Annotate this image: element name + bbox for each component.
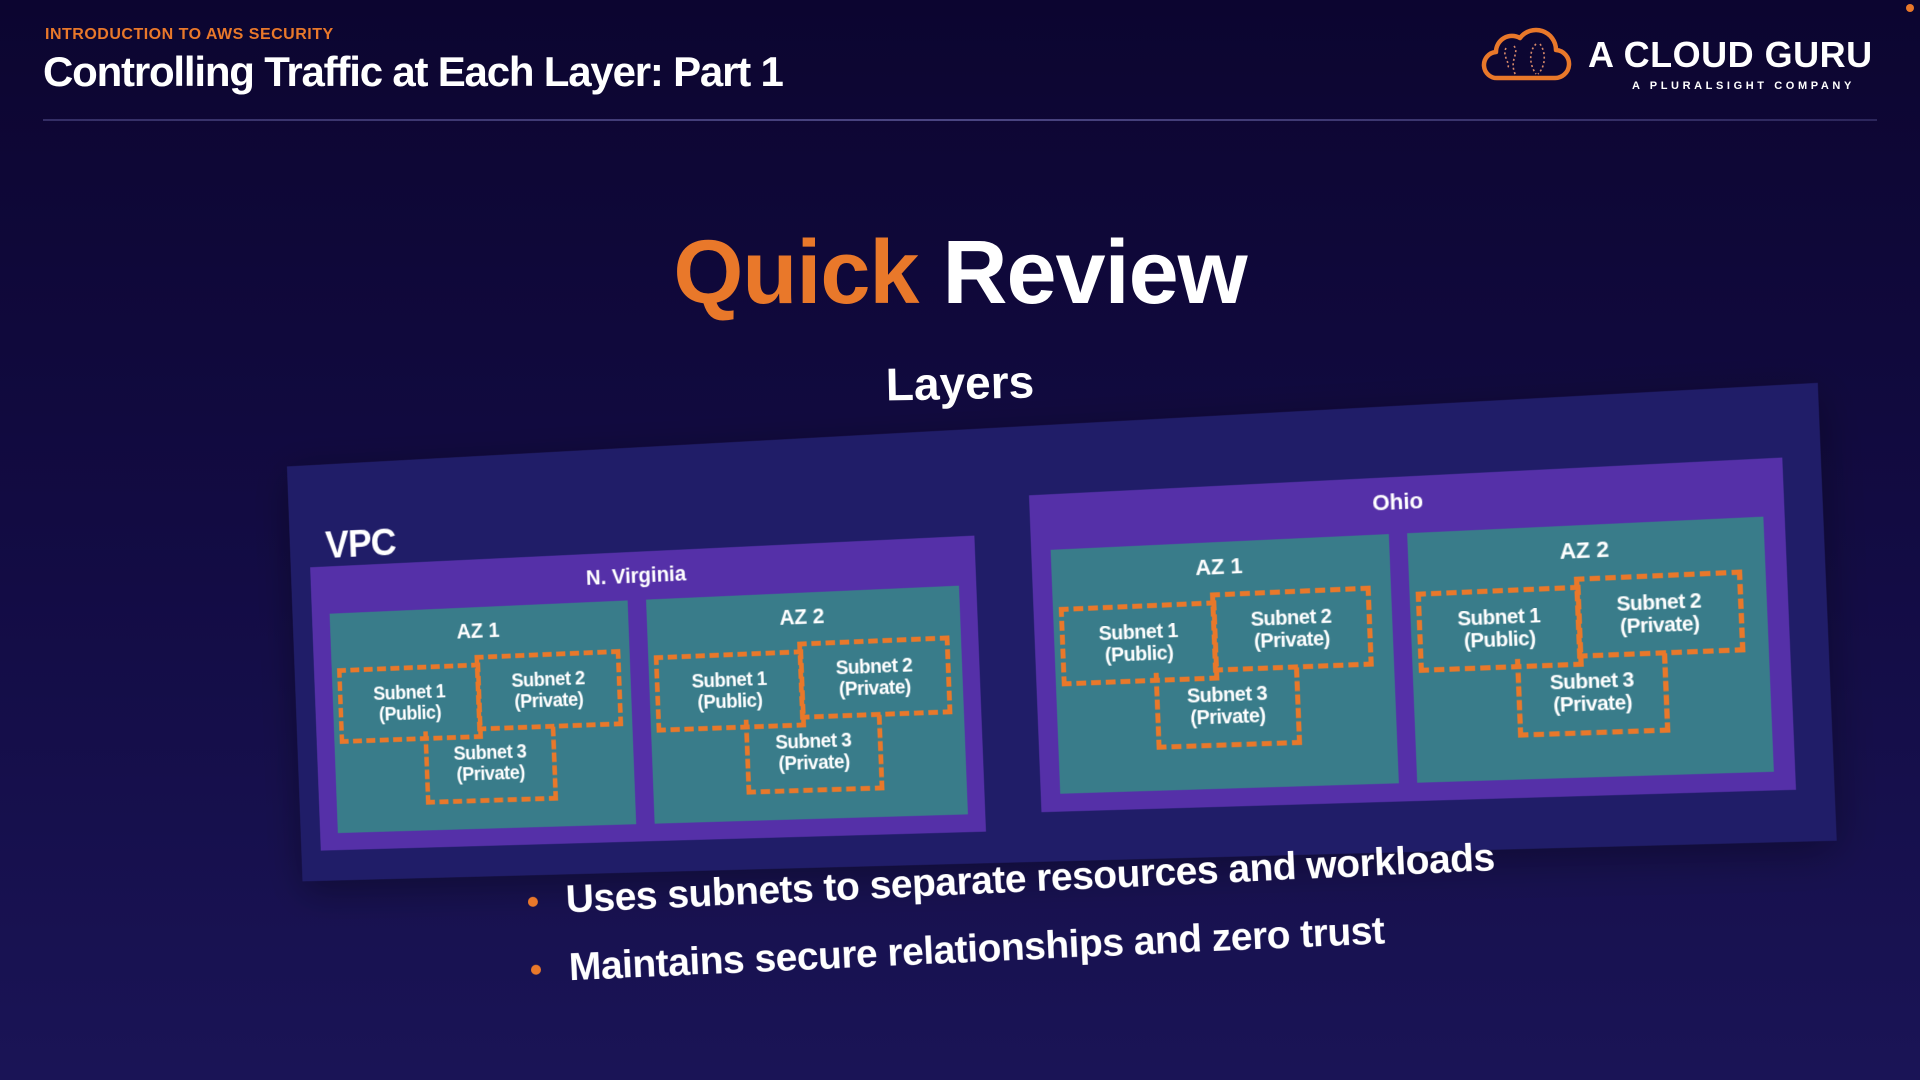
availability-zone: AZ 2 Subnet 1 (Public) Subnet 2 (Private… <box>646 585 968 824</box>
subnet-private: Subnet 2 (Private) <box>474 649 624 732</box>
cloud-icon <box>1481 27 1572 81</box>
region-n-virginia: N. Virginia AZ 1 Subnet 1 (Public) Subne… <box>310 535 986 851</box>
subnet-label: Subnet 1 (Public) <box>372 681 446 726</box>
subnet-label: Subnet 1 (Public) <box>1098 619 1179 667</box>
subnet-private: Subnet 2 (Private) <box>1209 585 1374 673</box>
region-ohio: Ohio AZ 1 Subnet 1 (Public) Subnet 2 (Pr… <box>1028 457 1796 813</box>
az-label: AZ 1 <box>1194 552 1244 581</box>
vpc-diagram: VPC N. Virginia AZ 1 Subnet 1 (Public) S… <box>286 382 1837 882</box>
subnet-label: Subnet 3 (Private) <box>1186 682 1268 730</box>
subnet-private: Subnet 2 (Private) <box>1573 569 1746 659</box>
course-label: INTRODUCTION TO AWS SECURITY <box>45 26 334 43</box>
lesson-title: Controlling Traffic at Each Layer: Part … <box>43 48 784 95</box>
slide-headline: Quick Review <box>0 222 1920 325</box>
subnet-label: Subnet 1 (Public) <box>1457 604 1541 653</box>
az-label: AZ 1 <box>456 617 501 644</box>
subnet-label: Subnet 2 (Private) <box>511 667 586 713</box>
brand-tagline: A PLURALSIGHT COMPANY <box>1632 80 1855 92</box>
subnet-label: Subnet 1 (Public) <box>691 668 768 714</box>
availability-zone: AZ 1 Subnet 1 (Public) Subnet 2 (Private… <box>329 600 637 834</box>
subnet-label: Subnet 3 (Private) <box>775 729 852 776</box>
headline-accent: Quick <box>673 223 919 323</box>
brand-name: A CLOUD GURU <box>1588 34 1873 75</box>
az-label: AZ 2 <box>778 603 825 630</box>
vpc-container: VPC N. Virginia AZ 1 Subnet 1 (Public) S… <box>286 382 1837 882</box>
recording-indicator <box>1906 4 1914 12</box>
subnet-label: Subnet 2 (Private) <box>1250 605 1332 653</box>
subnet-label: Subnet 2 (Private) <box>1616 589 1702 639</box>
az-label: AZ 2 <box>1558 536 1610 565</box>
headline-rest: Review <box>942 223 1247 323</box>
vpc-label: VPC <box>324 521 397 567</box>
subnet-private: Subnet 3 (Private) <box>743 714 885 795</box>
subnet-private: Subnet 2 (Private) <box>797 635 953 720</box>
bullet-text: Maintains secure relationships and zero … <box>567 909 1386 990</box>
subnet-private: Subnet 3 (Private) <box>1153 667 1303 750</box>
header-divider <box>43 119 1877 121</box>
subnet-label: Subnet 2 (Private) <box>835 654 913 701</box>
availability-zone: AZ 1 Subnet 1 (Public) Subnet 2 (Private… <box>1050 534 1399 794</box>
brand-logo: A CLOUD GURU A PLURALSIGHT COMPANY <box>1480 26 1880 96</box>
bullet-dot-icon <box>530 964 542 975</box>
subnet-private: Subnet 3 (Private) <box>423 726 559 805</box>
bullet-dot-icon <box>527 896 539 908</box>
availability-zone: AZ 2 Subnet 1 (Public) Subnet 2 (Private… <box>1407 516 1774 783</box>
subnet-label: Subnet 3 (Private) <box>1549 668 1635 718</box>
subnet-private: Subnet 3 (Private) <box>1514 653 1671 738</box>
subnet-label: Subnet 3 (Private) <box>453 741 527 786</box>
